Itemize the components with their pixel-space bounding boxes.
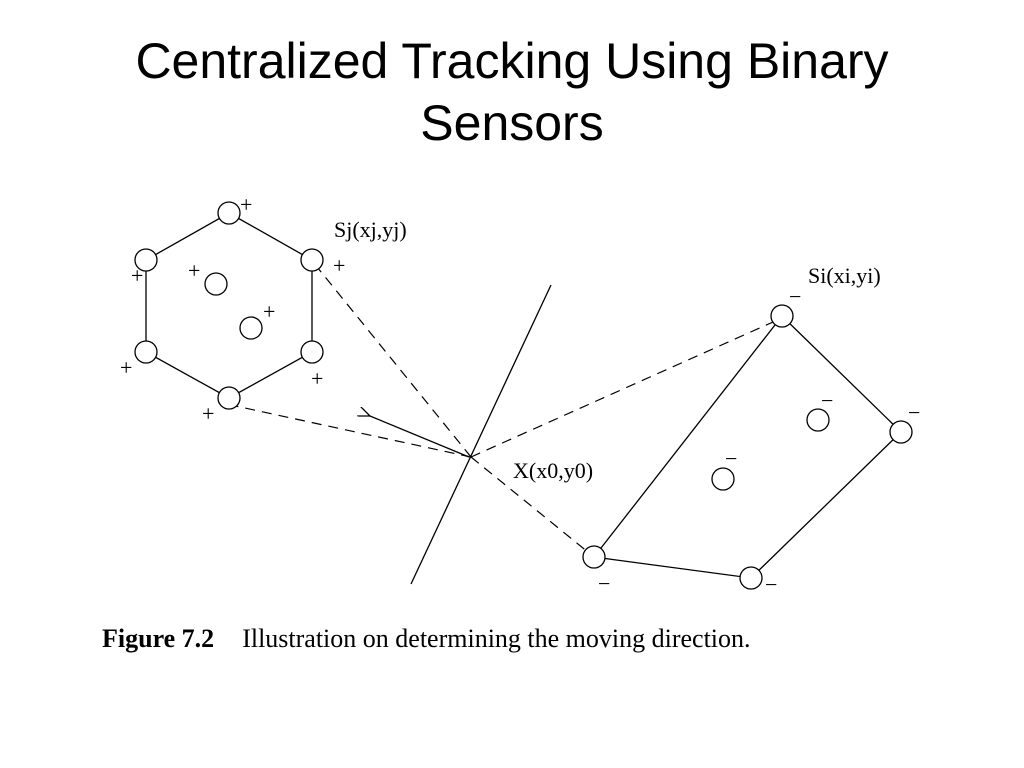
plus-sign: +: [131, 263, 143, 288]
negative-sensors: [582, 304, 913, 590]
positive-sensor: [134, 340, 158, 364]
negative-sensor: [582, 545, 606, 569]
slide-title-line-1: Centralized Tracking Using Binary: [135, 33, 889, 89]
dashed-line-to-sj: [312, 261, 472, 458]
positive-sensor-hexagon: [145, 212, 313, 399]
minus-sign: −: [765, 572, 777, 597]
sensor-i-label: Si(xi,yi): [808, 263, 881, 288]
minus-sign: −: [821, 388, 833, 413]
plus-sign: +: [188, 258, 200, 283]
figure-number: Figure 7.2: [102, 624, 215, 653]
dashed-line-to-si: [470, 317, 783, 458]
negative-sensor-interior: [711, 467, 735, 491]
minus-sign: −: [908, 400, 920, 425]
positive-sensor: [300, 340, 324, 364]
negative-sensor-si: [770, 304, 794, 328]
slide-title: Centralized Tracking Using Binary Sensor…: [0, 30, 1024, 154]
minus-sign: −: [598, 571, 610, 596]
caption-text: Illustration on determining the moving d…: [242, 624, 751, 653]
negative-sensor-quadrilateral: [592, 315, 902, 579]
plus-sign: +: [240, 192, 252, 217]
negative-sensor: [889, 420, 913, 444]
negative-sensor: [739, 566, 763, 590]
plus-sign: +: [311, 366, 323, 391]
sensor-j-label: Sj(xj,yj): [334, 217, 407, 242]
positive-sensor: [217, 386, 241, 410]
plus-sign: +: [333, 253, 345, 278]
moving-direction-arrow: [370, 416, 470, 458]
positive-sensors: [134, 201, 324, 410]
dashed-line-to-bottom-hex-sensor: [230, 404, 472, 458]
dashed-lines: [230, 261, 783, 558]
slide-title-line-2: Sensors: [420, 95, 604, 151]
positive-sensor-interior: [204, 272, 228, 296]
minus-signs: − − − − − −: [598, 284, 920, 597]
positive-sensor-interior: [239, 316, 263, 340]
positive-sensor: [134, 248, 158, 272]
target-position-label: X(x0,y0): [513, 458, 593, 483]
negative-sensor-interior: [806, 408, 830, 432]
plus-sign: +: [202, 401, 214, 426]
plus-sign: +: [263, 299, 275, 324]
separating-line: [410, 284, 552, 585]
positive-sensor: [217, 201, 241, 225]
positive-sensor-sj: [300, 248, 324, 272]
plus-signs: + + + + + + + +: [120, 192, 345, 426]
dashed-line-to-bottom-left-neg-sensor: [470, 456, 595, 558]
plus-sign: +: [120, 355, 132, 380]
minus-sign: −: [789, 284, 801, 309]
minus-sign: −: [725, 446, 737, 471]
figure-caption: Figure 7.2 Illustration on determining th…: [102, 624, 982, 654]
